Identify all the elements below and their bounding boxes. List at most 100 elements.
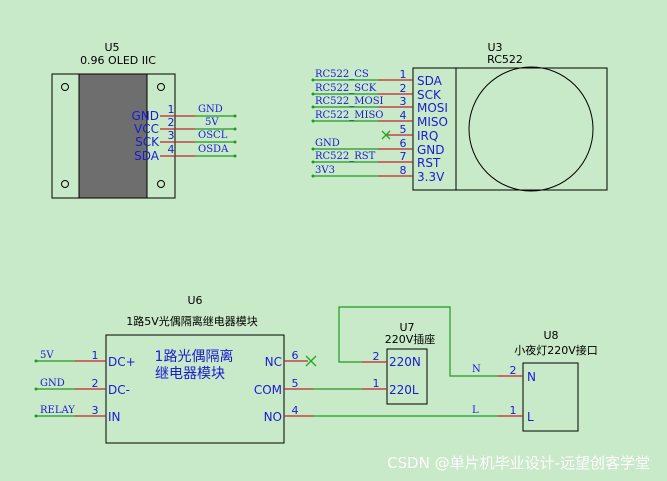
u6-pin-3[interactable]: RELAY 3 IN bbox=[36, 404, 121, 424]
u5-pin-3-name: SCK bbox=[135, 135, 160, 149]
u5-mount-hole-bl bbox=[61, 180, 69, 188]
u5-net-osda: OSDA bbox=[198, 144, 229, 155]
u3-pin-7[interactable]: RC522_RST 7 RST bbox=[313, 150, 441, 170]
u3-outline bbox=[412, 67, 608, 191]
u5-net-gnd: GND bbox=[198, 104, 223, 115]
u3-net-gnd: GND bbox=[315, 138, 340, 149]
u3-pin-4-num: 4 bbox=[400, 109, 407, 122]
u3-net-ends bbox=[311, 78, 315, 178]
u5-pin-1[interactable]: GND 1 GND bbox=[131, 103, 235, 123]
u3-pin-5-no-connect-icon bbox=[381, 130, 391, 140]
u3-pin-1-name: SDA bbox=[417, 74, 443, 88]
u8-night-light[interactable]: U8 小夜灯220V接口 2 N 1 L bbox=[497, 329, 598, 432]
u8-pin-1-num: 1 bbox=[510, 404, 517, 417]
u6-pin-1[interactable]: 5V 1 DC+ bbox=[36, 349, 136, 369]
u3-pin-6[interactable]: GND 6 GND bbox=[313, 137, 445, 157]
u3-pin-2-name: SCK bbox=[417, 88, 442, 102]
u6-pin-3-num: 3 bbox=[92, 404, 99, 417]
u5-pin-2-num: 2 bbox=[168, 116, 175, 129]
u3-pin-3-name: MOSI bbox=[417, 101, 448, 115]
u6-relay-module[interactable]: U6 1路5V光偶隔离继电器模块 1路光偶隔离 继电器模块 5V 1 DC+ G… bbox=[34, 294, 317, 444]
u6-pin-4[interactable]: NO 4 bbox=[264, 404, 313, 424]
u5-mount-hole-tl bbox=[61, 83, 69, 91]
u7-pin-1[interactable]: 1 220L bbox=[362, 377, 419, 397]
u7-pin-2[interactable]: 2 220N bbox=[362, 350, 421, 369]
u3-pin-6-num: 6 bbox=[400, 137, 407, 150]
u6-pin-1-num: 1 bbox=[92, 349, 99, 362]
u3-pin-1[interactable]: RC522_CS 1 SDA bbox=[313, 68, 443, 88]
u3-net-rc522-cs: RC522_CS bbox=[315, 69, 369, 80]
u6-pin-6[interactable]: NC 6 bbox=[265, 349, 317, 369]
u7-pin-1-name: 220L bbox=[389, 383, 419, 397]
u7-outline bbox=[386, 348, 428, 405]
u6-pin-5[interactable]: COM 5 bbox=[254, 377, 313, 397]
u3-pin-5-num: 5 bbox=[400, 123, 407, 136]
u8-pin-2-num: 2 bbox=[510, 364, 517, 377]
wire-neutral[interactable] bbox=[338, 306, 497, 377]
u6-pin-2-name: DC- bbox=[108, 383, 130, 397]
u3-pin-3[interactable]: RC522_MOSI 3 MOSI bbox=[313, 95, 448, 115]
u6-net-gnd: GND bbox=[40, 378, 65, 389]
u6-pin-6-name: NC bbox=[265, 355, 282, 369]
u3-pin-8-name: 3.3V bbox=[417, 170, 445, 184]
u3-pin-7-num: 7 bbox=[400, 150, 407, 163]
u5-net-ends bbox=[233, 114, 237, 158]
u5-value: 0.96 OLED IIC bbox=[80, 54, 156, 67]
u3-pin-4[interactable]: RC522_MISO 4 MISO bbox=[313, 109, 448, 129]
u6-pin-4-name: NO bbox=[264, 410, 282, 424]
u5-net-oscl: OSCL bbox=[198, 130, 228, 141]
u8-value: 小夜灯220V接口 bbox=[514, 343, 598, 357]
u8-pin-1[interactable]: 1 L bbox=[497, 404, 534, 424]
u7-pin-1-num: 1 bbox=[373, 377, 380, 390]
u6-body-line2: 继电器模块 bbox=[155, 366, 225, 382]
u3-pin-8[interactable]: 3V3 8 3.3V bbox=[313, 164, 445, 184]
u5-mount-hole-br bbox=[157, 180, 165, 188]
u6-pin-4-num: 4 bbox=[292, 404, 299, 417]
u6-pin-3-name: IN bbox=[108, 410, 121, 424]
u8-pin-2[interactable]: 2 N bbox=[497, 364, 536, 384]
u3-pin-5[interactable]: 5 IRQ bbox=[381, 123, 438, 143]
u7-pin-2-num: 2 bbox=[373, 350, 380, 363]
u5-pin-4-num: 4 bbox=[168, 143, 175, 156]
u5-pin-2[interactable]: VCC 2 5V bbox=[134, 116, 235, 136]
u3-pin-8-num: 8 bbox=[400, 164, 407, 177]
u5-mount-hole-tr bbox=[157, 83, 165, 91]
u6-pin-5-num: 5 bbox=[292, 377, 299, 390]
u6-pin-5-name: COM bbox=[254, 383, 282, 397]
u7-socket[interactable]: U7 220V插座 2 220N 1 220L bbox=[362, 321, 436, 405]
u7-value: 220V插座 bbox=[385, 332, 436, 346]
u5-pin-3-num: 3 bbox=[168, 129, 175, 142]
u3-value: RC522 bbox=[487, 53, 523, 66]
u6-pin-2-num: 2 bbox=[92, 377, 99, 390]
u6-pin-2[interactable]: GND 2 DC- bbox=[36, 377, 130, 397]
u3-net-rc522-miso: RC522_MISO bbox=[315, 110, 384, 121]
u3-rc522-module[interactable]: U3 RC522 RC522_CS 1 SDA RC522_SCK 2 SCK … bbox=[311, 41, 608, 192]
u8-pin-2-name: N bbox=[527, 370, 536, 384]
u5-oled-module[interactable]: U5 0.96 OLED IIC GND 1 GND VCC 2 5V SCK … bbox=[51, 41, 237, 199]
u3-net-rc522-sck: RC522_SCK bbox=[315, 83, 377, 94]
u5-pin-2-name: VCC bbox=[134, 122, 159, 136]
net-label-l: L bbox=[472, 405, 479, 416]
u7-ref: U7 bbox=[399, 321, 414, 334]
u6-net-ends bbox=[34, 359, 38, 418]
u5-ref: U5 bbox=[104, 41, 119, 54]
u7-pin-2-name: 220N bbox=[389, 355, 421, 369]
u8-ref: U8 bbox=[543, 329, 558, 342]
u3-pin-5-name: IRQ bbox=[417, 129, 438, 143]
u5-display-panel bbox=[78, 73, 148, 199]
u5-pin-1-num: 1 bbox=[168, 103, 175, 116]
u3-pin-1-num: 1 bbox=[400, 68, 407, 81]
u3-ref: U3 bbox=[487, 41, 502, 54]
u3-pin-6-name: GND bbox=[417, 143, 445, 157]
u3-pin-2[interactable]: RC522_SCK 2 SCK bbox=[313, 82, 442, 102]
u5-pin-4[interactable]: SDA 4 OSDA bbox=[134, 143, 235, 163]
u8-outline bbox=[522, 362, 579, 432]
power-wiring[interactable] bbox=[313, 306, 497, 417]
u6-net-5v: 5V bbox=[40, 350, 54, 361]
u6-body-line1: 1路光偶隔离 bbox=[155, 348, 234, 365]
net-label-n: N bbox=[472, 364, 481, 375]
u5-pin-3[interactable]: SCK 3 OSCL bbox=[135, 129, 235, 149]
watermark-text: CSDN @单片机毕业设计-远望创客学堂 bbox=[387, 454, 650, 472]
u6-pin-1-name: DC+ bbox=[108, 355, 136, 369]
